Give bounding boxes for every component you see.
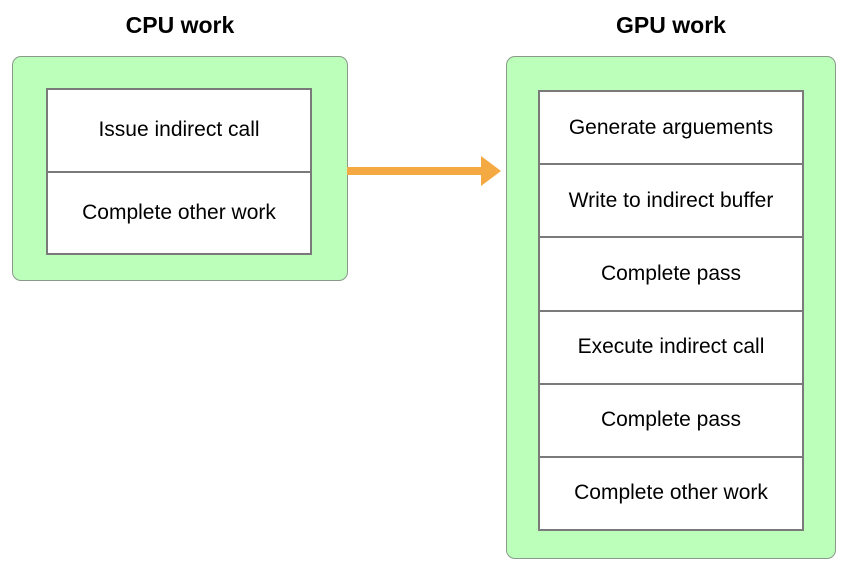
cpu-to-gpu-arrow xyxy=(347,156,501,186)
gpu-step-complete-pass-2: Complete pass xyxy=(540,385,802,458)
arrow-head xyxy=(481,156,501,186)
cpu-steps-box: Issue indirect call Complete other work xyxy=(46,88,312,255)
gpu-step-execute-indirect-call: Execute indirect call xyxy=(540,312,802,385)
gpu-steps-box: Generate arguements Write to indirect bu… xyxy=(538,90,804,531)
cpu-step-complete-other-work: Complete other work xyxy=(82,200,276,224)
gpu-step-write-indirect-buffer: Write to indirect buffer xyxy=(540,165,802,239)
gpu-work-title: GPU work xyxy=(616,12,726,38)
gpu-step-complete-pass-1: Complete pass xyxy=(540,238,802,312)
gpu-step-generate-arguments: Generate arguements xyxy=(540,92,802,166)
arrow-shaft xyxy=(347,167,483,175)
gpu-step-complete-other-work: Complete other work xyxy=(574,481,768,505)
cpu-step-issue-indirect-call: Issue indirect call xyxy=(48,90,310,173)
cpu-work-title: CPU work xyxy=(125,12,235,38)
